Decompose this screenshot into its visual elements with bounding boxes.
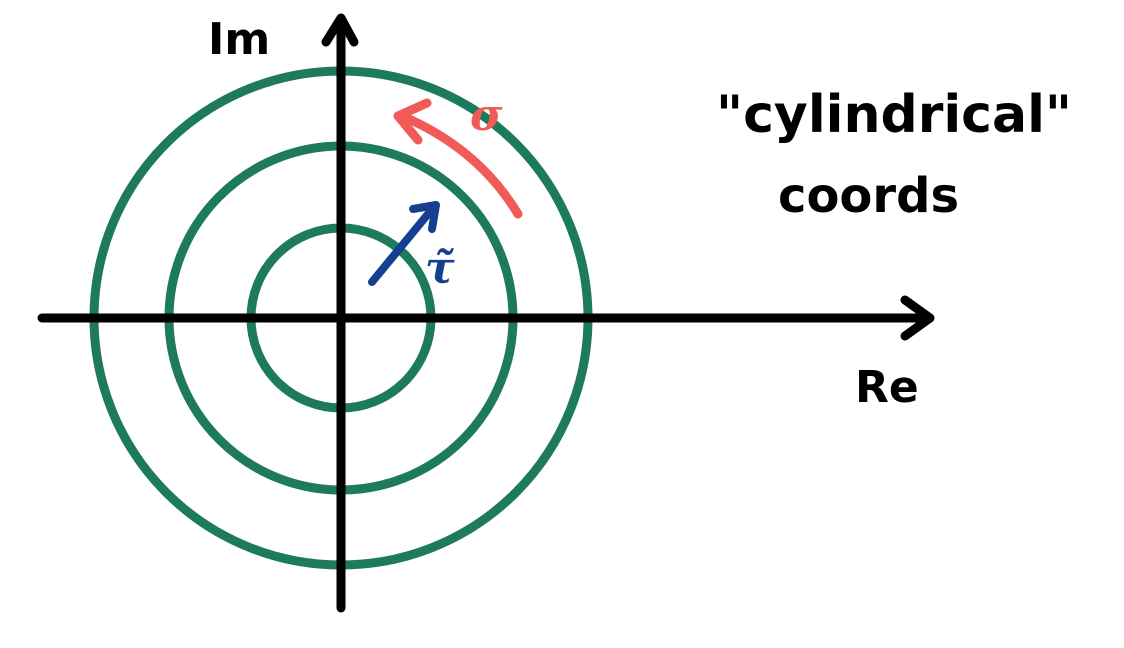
imaginary-axis	[321, 13, 359, 613]
real-axis-label: Re	[855, 362, 919, 413]
real-axis	[37, 295, 935, 341]
annotation-subtitle: coords	[778, 168, 959, 224]
annotation-title: "cylindrical"	[716, 85, 1072, 145]
sigma-arrow	[393, 98, 523, 219]
imaginary-axis-label: Im	[208, 14, 270, 65]
tau-arrow	[368, 201, 440, 286]
sigma-label: σ	[470, 90, 503, 141]
tau-label: τ̃	[425, 243, 455, 294]
